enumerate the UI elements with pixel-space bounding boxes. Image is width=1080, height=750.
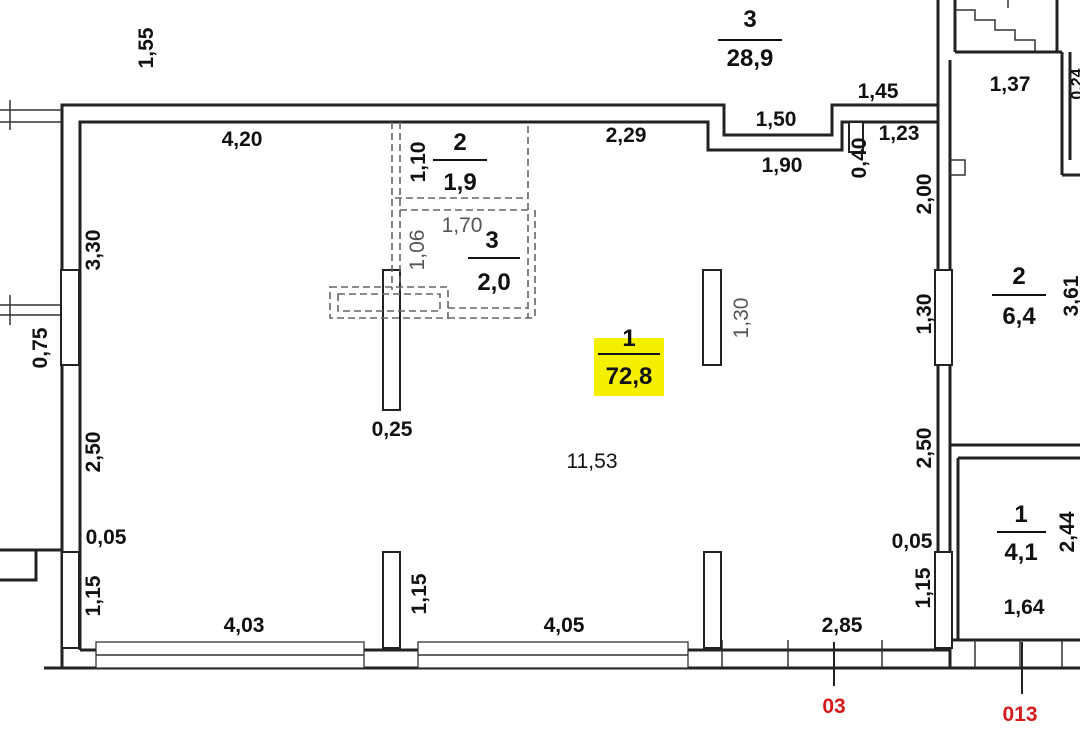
dim-1-37: 1,37 — [990, 73, 1031, 96]
dim-1-45: 1,45 — [858, 80, 899, 103]
room-2-right-number: 2 — [1012, 263, 1025, 290]
bottom-window-strip — [95, 640, 1063, 669]
room-3-small-area: 2,0 — [477, 269, 510, 296]
dim-0-05-right: 0,05 — [892, 530, 933, 553]
marker-03: 03 — [822, 695, 845, 718]
dim-4-05: 4,05 — [544, 614, 585, 637]
dimension-labels-horizontal: 4,20 2,29 1,50 1,45 1,37 1,23 1,90 1,70 … — [86, 73, 1045, 637]
room-2-right-area: 6,4 — [1002, 303, 1036, 330]
room-3-top-number: 3 — [743, 6, 756, 33]
dim-1-30-center: 1,30 — [730, 298, 753, 339]
room-1-right-area: 4,1 — [1004, 539, 1037, 566]
dim-3-30: 3,30 — [82, 230, 105, 271]
dim-1-15-left: 1,15 — [82, 575, 105, 616]
room-1-number: 1 — [622, 325, 635, 352]
dim-1-10: 1,10 — [407, 142, 430, 183]
room-3-top-area: 28,9 — [727, 45, 774, 72]
dim-2-00: 2,00 — [913, 174, 936, 215]
room-1-highlight — [594, 338, 664, 396]
room-1-area: 72,8 — [606, 363, 653, 390]
dim-0-40: 0,40 — [848, 138, 871, 179]
fraction-bars — [433, 39, 1046, 533]
dim-1-55: 1,55 — [135, 27, 158, 68]
room-labels: 1 72,8 2 1,9 3 2,0 3 28,9 2 6,4 1 4,1 — [443, 6, 1037, 566]
room-1-right-number: 1 — [1014, 501, 1027, 528]
room-2-small-number: 2 — [453, 129, 466, 156]
dim-1-06: 1,06 — [406, 230, 429, 271]
dashed-partitions — [329, 122, 536, 319]
dim-0-24: 0,24 — [1069, 68, 1080, 99]
dim-2-50-left: 2,50 — [82, 432, 105, 473]
dim-4-03: 4,03 — [224, 614, 265, 637]
room-2-small-area: 1,9 — [443, 169, 476, 196]
dim-1-64: 1,64 — [1004, 596, 1045, 619]
dim-1-15-mid: 1,15 — [408, 573, 431, 614]
dim-1-23: 1,23 — [879, 122, 920, 145]
dim-1-30-right: 1,30 — [913, 294, 936, 335]
dim-1-50: 1,50 — [756, 108, 797, 131]
markers: 03 013 — [822, 642, 1038, 726]
dim-1-90: 1,90 — [762, 154, 803, 177]
dim-2-85: 2,85 — [822, 614, 863, 637]
dimension-labels-vertical: 1,55 1,10 1,06 0,40 2,00 3,30 0,75 1,30 … — [29, 27, 1080, 616]
dim-1-15-right: 1,15 — [912, 567, 935, 608]
dim-0-25: 0,25 — [372, 418, 413, 441]
dim-4-20: 4,20 — [222, 128, 263, 151]
dim-2-50-right: 2,50 — [913, 428, 936, 469]
marker-013: 013 — [1002, 703, 1037, 726]
room-3-small-number: 3 — [485, 227, 498, 254]
dim-0-05-left: 0,05 — [86, 526, 127, 549]
dim-2-29: 2,29 — [606, 124, 647, 147]
dim-0-75: 0,75 — [29, 327, 52, 368]
dim-11-53: 11,53 — [567, 450, 618, 473]
columns — [60, 121, 953, 649]
right-structure — [948, 0, 1080, 642]
dim-3-61: 3,61 — [1060, 275, 1080, 316]
left-stubs — [0, 100, 62, 582]
dim-1-70: 1,70 — [442, 214, 483, 237]
dim-2-44: 2,44 — [1056, 511, 1079, 552]
